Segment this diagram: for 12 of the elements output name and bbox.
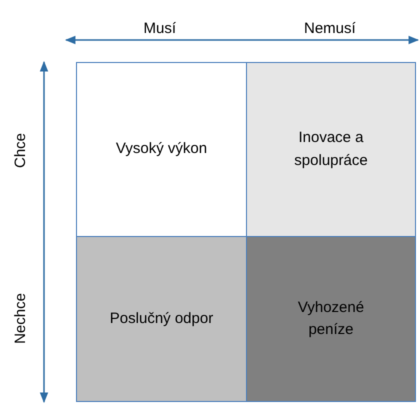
quadrant-label: Poslučný odpor (110, 308, 214, 329)
quadrant-label: Inovace a spolupráce (293, 128, 369, 170)
quadrant-cell (76, 236, 247, 402)
quadrant-label: Vysoký výkon (116, 139, 208, 160)
quadrant-label: Vyhozené peníze (296, 298, 366, 340)
quadrant-cell (246, 62, 416, 237)
axis-label: Nemusí (304, 20, 356, 36)
axis-label: Nechce (11, 292, 28, 344)
quadrant-cell (76, 62, 247, 237)
axis-label: Chce (12, 132, 29, 168)
axis-label: Musí (144, 20, 176, 36)
quadrant-cell (246, 236, 416, 402)
